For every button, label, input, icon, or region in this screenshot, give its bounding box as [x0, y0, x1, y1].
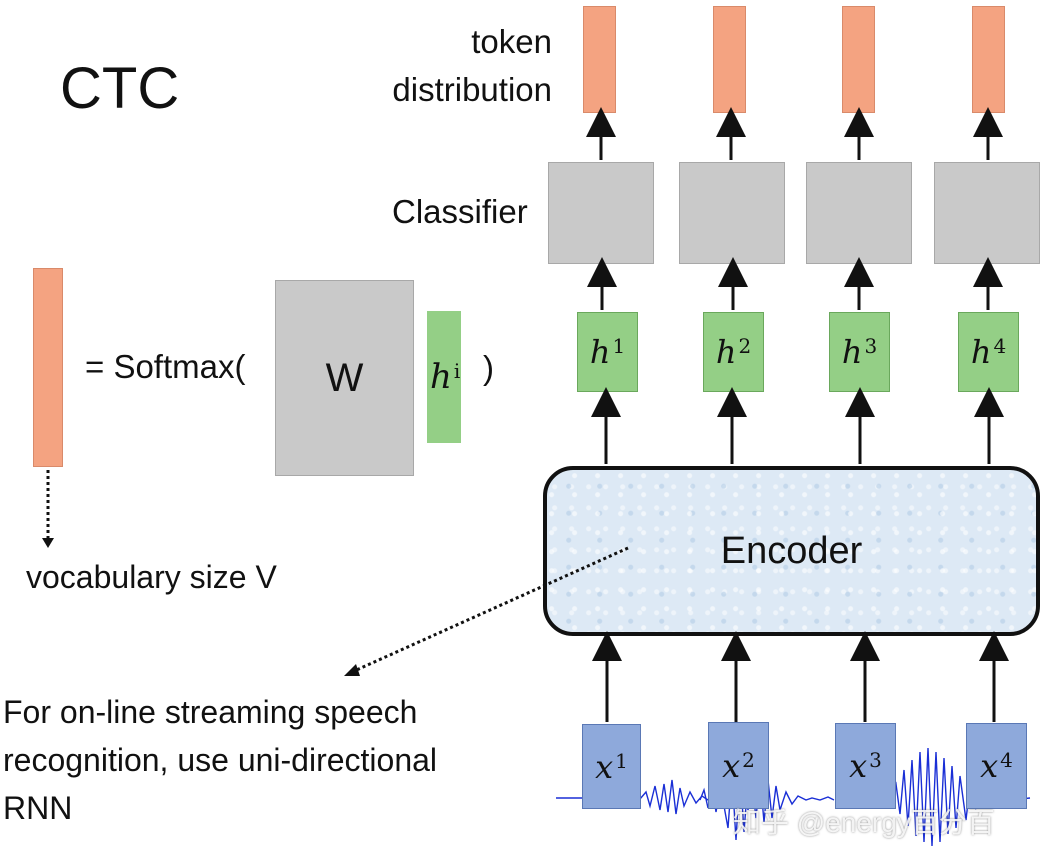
classifier-box-4: [934, 162, 1040, 264]
arrows-encoder-to-hidden: [591, 387, 1004, 464]
streaming-note-line3: RNN: [3, 790, 73, 826]
hidden-state-3-base: h: [841, 333, 863, 371]
weight-matrix: W: [275, 280, 414, 476]
encoder-note-dotted-arrow: [351, 546, 629, 674]
arrows-input-to-encoder: [592, 631, 1009, 722]
arrows-hidden-to-classifier: [587, 257, 1003, 310]
vocabulary-size-label: vocabulary size V: [26, 559, 277, 595]
encoder-box: Encoder: [543, 466, 1040, 636]
classifier-label: Classifier: [392, 193, 528, 230]
input-frame-1-base: x: [595, 747, 614, 786]
hidden-state-1-base: h: [589, 333, 611, 371]
hidden-state-4-base: h: [970, 333, 992, 371]
hidden-state-2-base: h: [715, 333, 737, 371]
hidden-vector-i-sup: i: [453, 359, 461, 383]
token-distribution-line2: distribution: [392, 71, 552, 108]
output-vector: [33, 268, 63, 467]
softmax-suffix: ): [483, 349, 494, 386]
watermark-text: 知乎 @energy百分百: [733, 807, 995, 838]
token-distribution-label: token distribution: [340, 18, 552, 114]
hidden-state-3-sup: 3: [864, 334, 878, 358]
softmax-prefix: = Softmax(: [85, 348, 246, 385]
streaming-note: For on-line streaming speech recognition…: [3, 688, 437, 832]
hidden-state-1-sup: 1: [612, 334, 626, 358]
diagram-title: CTC: [60, 56, 180, 121]
hidden-state-4-sup: 4: [993, 334, 1007, 358]
input-frame-3-base: x: [849, 747, 868, 785]
input-frame-2-base: x: [722, 746, 741, 785]
hidden-state-2-sup: 2: [738, 334, 752, 358]
input-frame-2-sup: 2: [742, 747, 755, 772]
classifier-box-3: [806, 162, 912, 264]
weight-matrix-label: W: [325, 355, 364, 400]
input-frame-1-sup: 1: [615, 748, 628, 773]
encoder-label: Encoder: [720, 529, 863, 572]
token-distribution-bar-1: [583, 6, 616, 113]
classifier-box-1: [548, 162, 654, 264]
classifier-box-2: [679, 162, 785, 264]
streaming-note-line2: recognition, use uni-directional: [3, 742, 438, 778]
streaming-note-line1: For on-line streaming speech: [3, 694, 418, 730]
token-distribution-line1: token: [471, 23, 552, 60]
input-frame-4-base: x: [980, 747, 999, 785]
input-frame-4-sup: 4: [1000, 748, 1013, 772]
hidden-vector-i-base: h: [430, 357, 452, 397]
arrows-classifier-to-token: [586, 107, 1003, 160]
input-frame-3-sup: 3: [869, 748, 882, 772]
